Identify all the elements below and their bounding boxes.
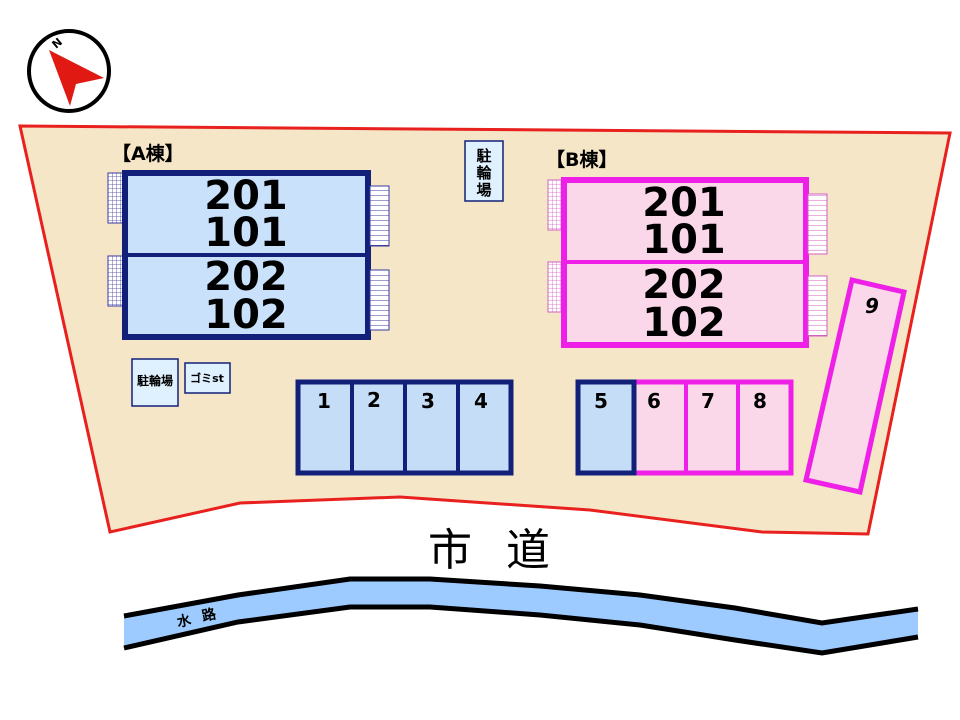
parking-space-2: 2	[367, 388, 381, 412]
garbage-station: ゴミst	[184, 362, 231, 394]
building-b-unit-101: 101	[642, 217, 726, 263]
compass-arrow-icon	[49, 50, 104, 106]
road-label: 市 道	[428, 525, 560, 576]
parking-group-left	[295, 379, 514, 476]
waterway-label-char: 路	[200, 605, 218, 625]
building-b-balcony	[547, 179, 564, 231]
compass: N	[27, 29, 111, 113]
building-a	[122, 170, 371, 340]
building-a-balcony	[107, 255, 124, 307]
building-a-unit-202: 202	[204, 254, 288, 300]
parking-space-8: 8	[753, 389, 767, 413]
parking-space-4: 4	[474, 389, 488, 413]
building-a-balcony	[107, 172, 124, 224]
building-a-unit-101: 101	[204, 210, 288, 256]
bike-parking-left-label: 駐輪場	[137, 373, 173, 388]
parking-space-7: 7	[701, 389, 715, 413]
building-a-unit-102: 102	[204, 292, 288, 338]
parking-space-3: 3	[421, 389, 435, 413]
parking-space-6: 6	[647, 389, 661, 413]
building-a-unit-201: 201	[204, 173, 288, 219]
bike-parking-left: 駐輪場	[131, 358, 179, 407]
parking-space-9-slot	[802, 277, 907, 495]
building-a-stairs	[369, 269, 390, 331]
building-b-unit-202: 202	[642, 262, 726, 308]
bike-parking-char: 駐	[476, 147, 491, 165]
waterway-label-char: 水	[175, 611, 193, 631]
waterway	[123, 576, 919, 656]
parking-space-5: 5	[594, 389, 608, 413]
building-a-label: 【A棟】	[112, 142, 184, 165]
building-b-stairs	[807, 193, 828, 255]
parking-group-right	[575, 379, 794, 476]
building-b	[561, 177, 809, 348]
building-b-unit-201: 201	[642, 180, 726, 226]
parking-space-1: 1	[317, 389, 331, 413]
building-a-stairs	[369, 185, 390, 247]
bike-parking-center: 駐 輪 場	[464, 140, 504, 202]
building-b-stairs	[807, 275, 828, 337]
garbage-station-label: ゴミst	[190, 371, 224, 385]
bike-parking-char: 輪	[476, 164, 492, 182]
parking-space-9: 9	[865, 294, 879, 318]
building-b-balcony	[547, 261, 564, 313]
bike-parking-char: 場	[476, 181, 491, 199]
building-b-label: 【B棟】	[546, 148, 617, 171]
building-b-unit-102: 102	[642, 300, 726, 346]
